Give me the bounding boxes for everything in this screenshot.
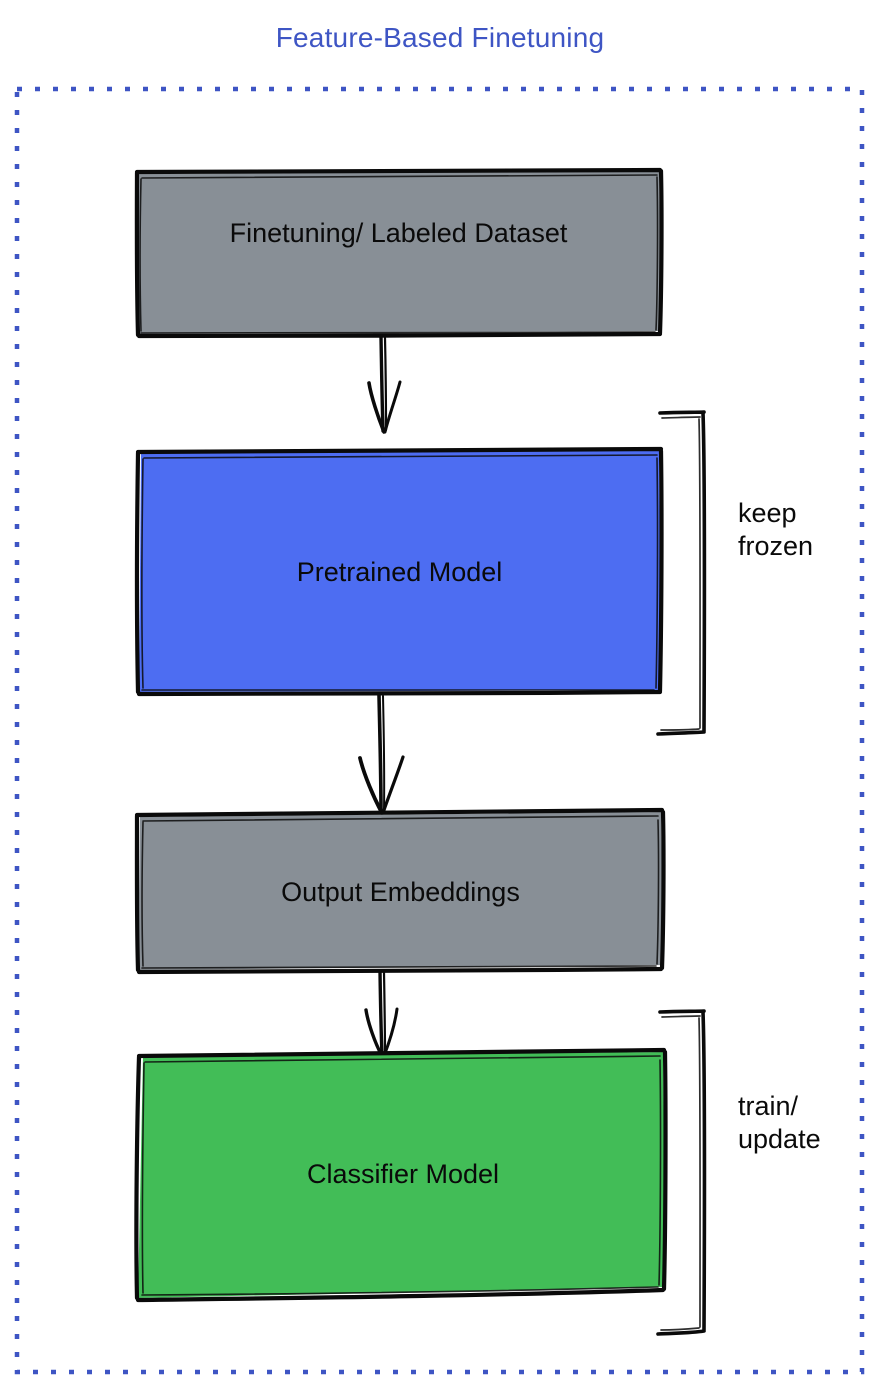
node-pretrained-outline-sketch <box>141 454 659 692</box>
node-dataset[interactable] <box>134 167 664 339</box>
node-embeddings[interactable] <box>134 807 666 975</box>
node-pretrained-outline <box>134 446 664 697</box>
node-embeddings-outline <box>134 807 666 975</box>
annotation-keep-frozen-line1: keep <box>738 498 797 528</box>
node-classifier-fill <box>138 1052 665 1298</box>
bracket-train-update <box>656 1009 707 1336</box>
node-pretrained[interactable] <box>134 446 664 697</box>
annotation-keep-frozen-line2: frozen <box>738 530 814 561</box>
annotation-train-update-line2: update <box>738 1123 821 1154</box>
node-classifier-outline <box>134 1047 668 1303</box>
annotation-train-update: train/update <box>738 1090 821 1156</box>
annotation-train-update-line1: train/ <box>738 1091 799 1121</box>
edge-dataset-to-pretrained <box>367 335 402 434</box>
node-dataset-outline-sketch <box>139 174 659 334</box>
node-dataset-outline <box>134 167 664 339</box>
node-pretrained-fill <box>139 450 661 692</box>
edge-pretrained-to-embeddings <box>358 693 405 815</box>
node-classifier[interactable] <box>134 1047 668 1303</box>
node-embeddings-fill <box>138 812 663 970</box>
node-embeddings-outline-sketch <box>141 815 660 969</box>
bracket-keep-frozen <box>656 410 707 736</box>
node-dataset-fill <box>137 171 661 334</box>
page-title: Feature-Based Finetuning <box>275 22 605 53</box>
edge-embeddings-to-classifier <box>364 969 399 1058</box>
